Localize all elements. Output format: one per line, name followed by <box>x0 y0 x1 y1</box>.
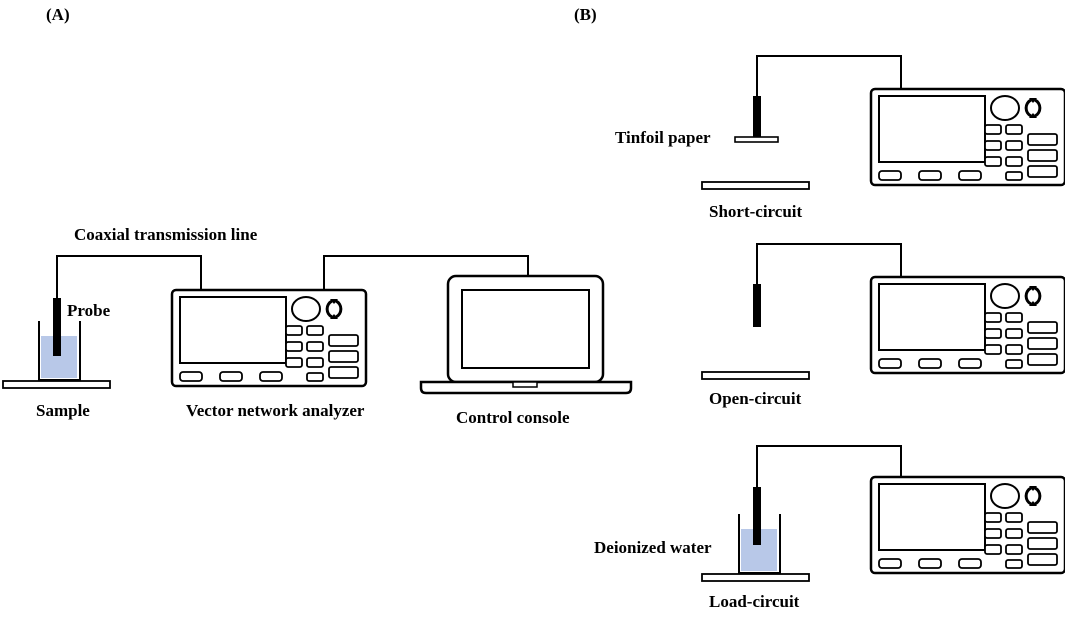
load-probe <box>753 487 761 545</box>
coaxial-line-label: Coaxial transmission line <box>74 225 258 244</box>
short-circuit-setup: Tinfoil paper Short-circuit <box>615 55 1065 221</box>
probe-label: Probe <box>67 301 111 320</box>
load-cable <box>756 445 902 489</box>
vna-open <box>869 275 1065 375</box>
vna-load <box>869 475 1065 575</box>
vector-network-analyzer <box>170 288 368 388</box>
short-cable <box>756 55 902 98</box>
console-cable <box>323 255 529 291</box>
analyzer-label: Vector network analyzer <box>186 401 365 420</box>
open-circuit-label: Open-circuit <box>709 389 802 408</box>
open-circuit-setup: Open-circuit <box>701 243 1065 408</box>
coaxial-cable <box>56 255 202 300</box>
open-probe <box>753 284 761 327</box>
probe <box>53 298 61 356</box>
panel-a-label: (A) <box>46 5 70 24</box>
short-stage <box>701 181 810 190</box>
load-circuit-setup: Deionized water Load-circuit <box>594 445 1065 611</box>
deionized-water-label: Deionized water <box>594 538 712 557</box>
vna-short <box>869 87 1065 187</box>
panel-a: Coaxial transmission line Probe Sample V… <box>2 225 633 427</box>
open-stage <box>701 371 810 380</box>
tinfoil-label: Tinfoil paper <box>615 128 711 147</box>
load-circuit-label: Load-circuit <box>709 592 800 611</box>
panel-b-label: (B) <box>574 5 597 24</box>
load-stage <box>701 573 810 582</box>
open-cable <box>756 243 902 286</box>
console-label: Control console <box>456 408 570 427</box>
short-circuit-label: Short-circuit <box>709 202 803 221</box>
laptop-console <box>419 274 633 395</box>
sample-stage <box>2 380 111 389</box>
tinfoil-paper <box>734 136 779 143</box>
short-probe <box>753 96 761 138</box>
sample-label: Sample <box>36 401 90 420</box>
